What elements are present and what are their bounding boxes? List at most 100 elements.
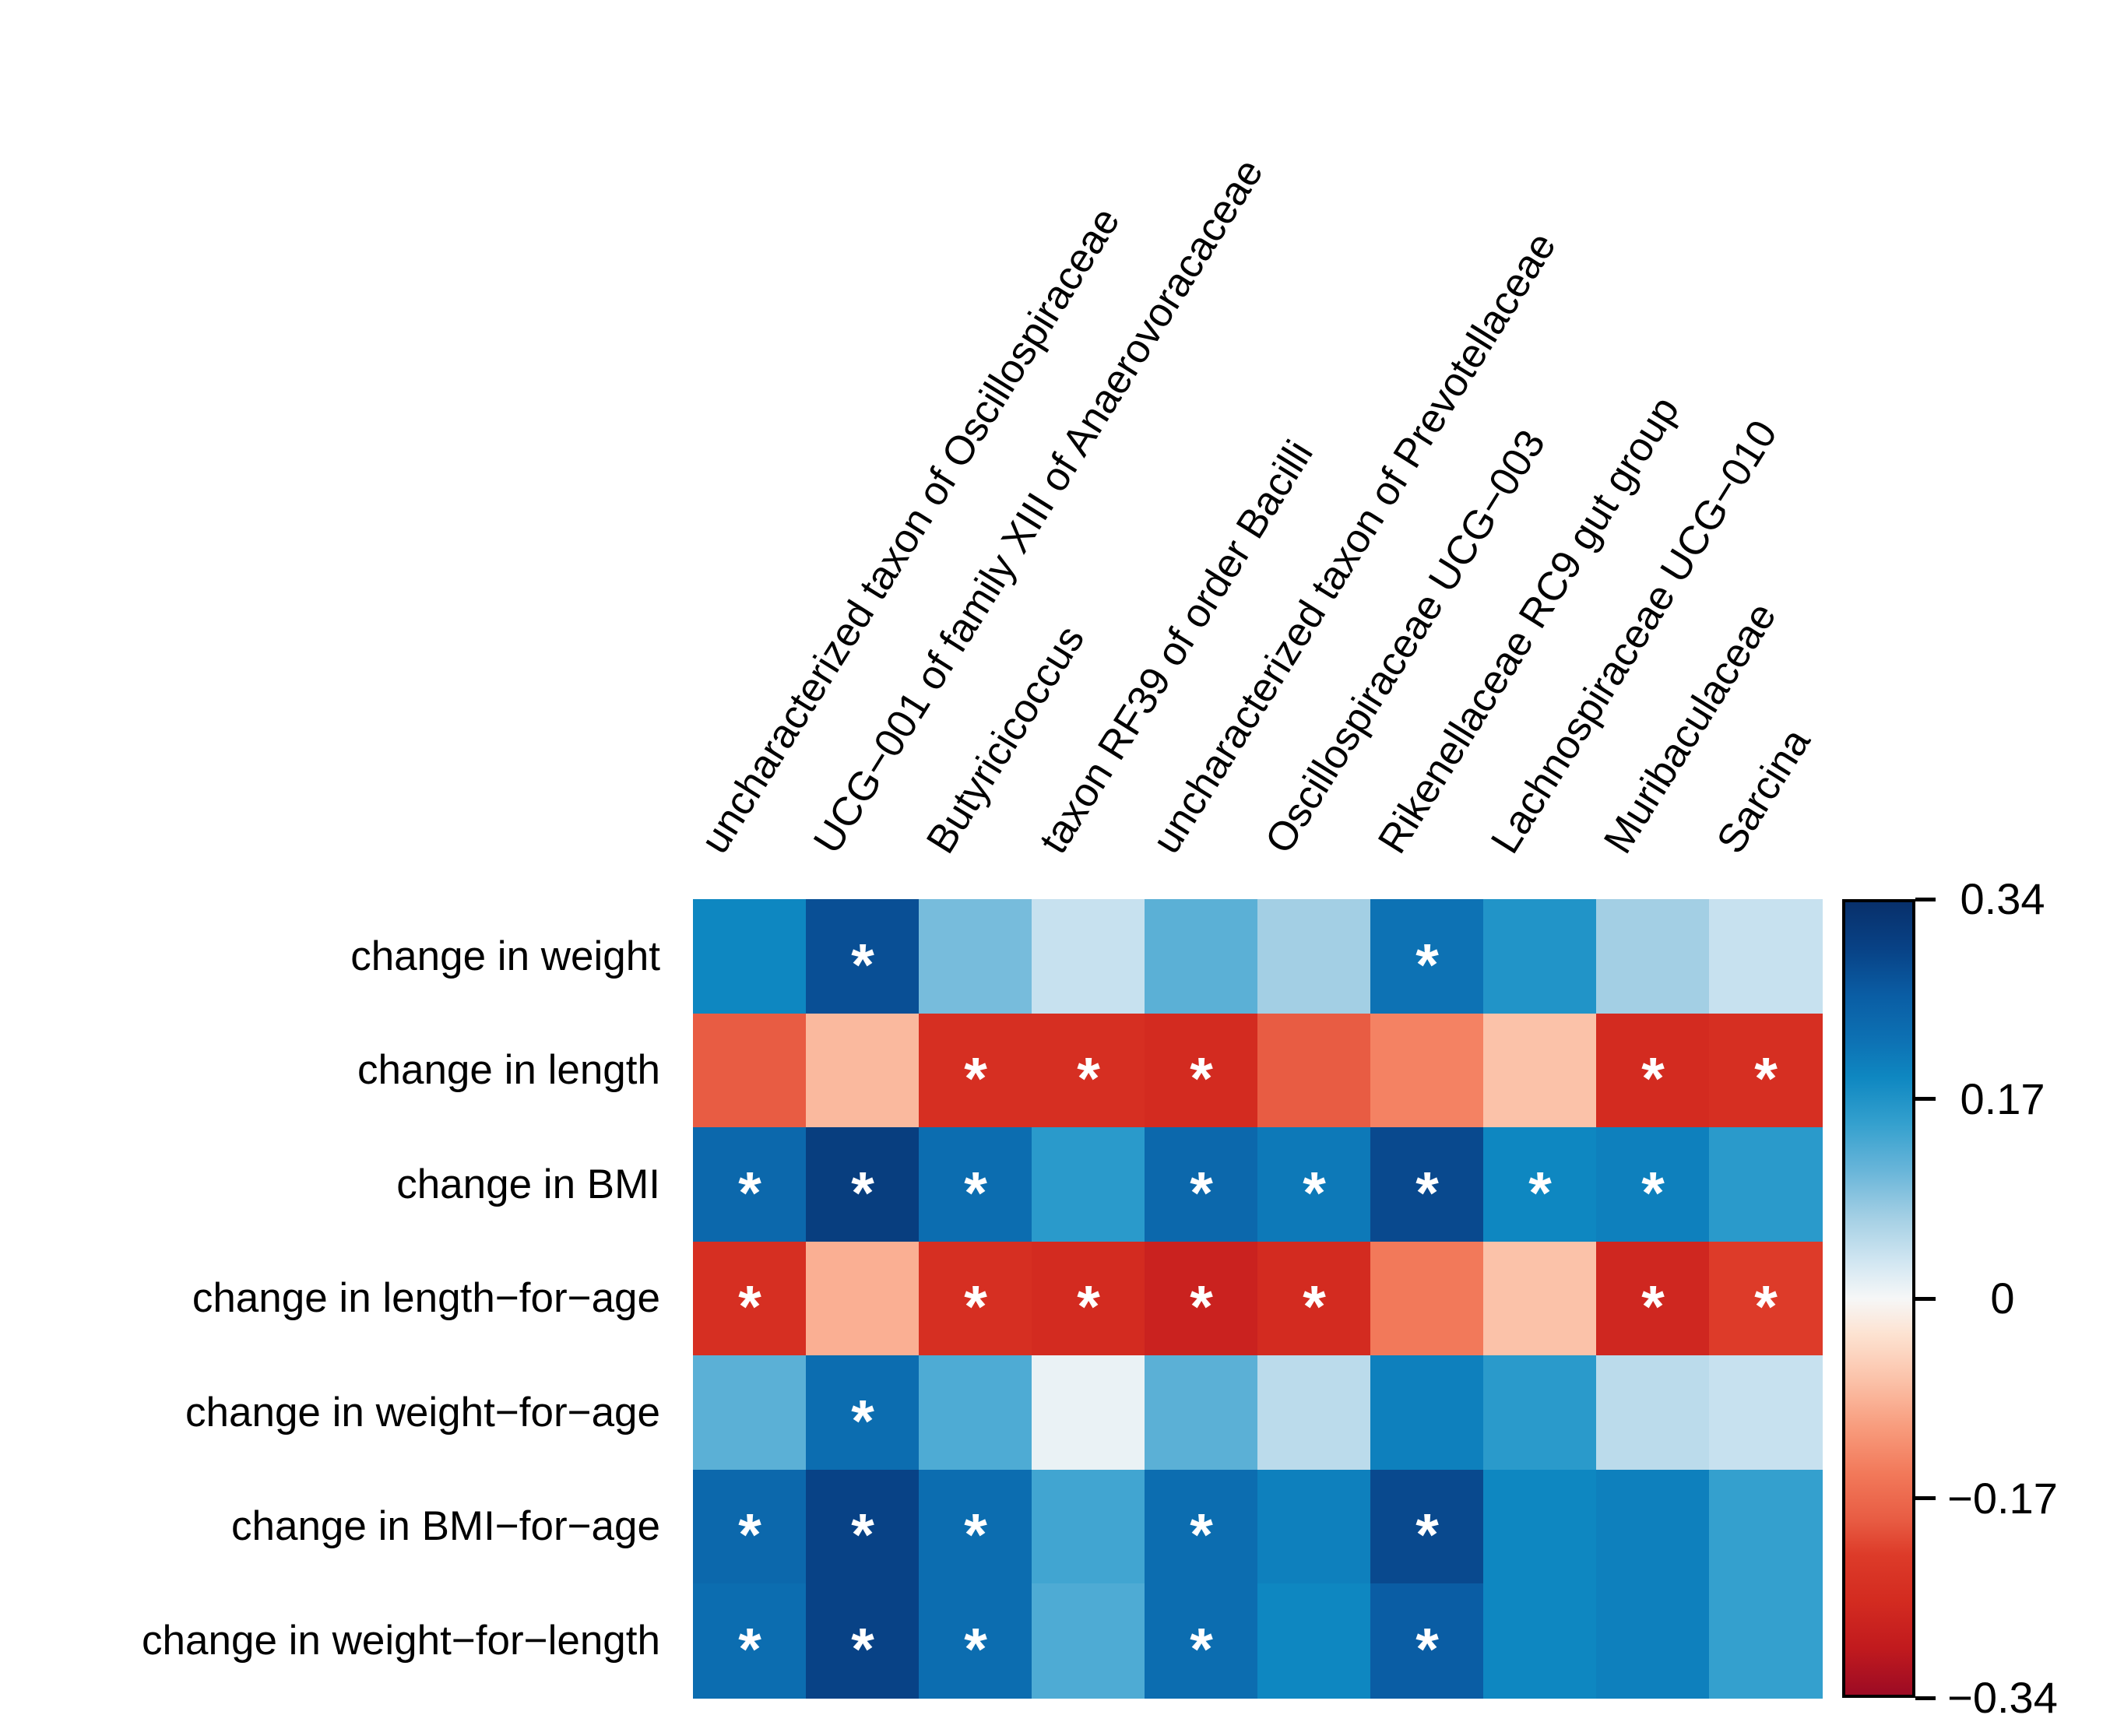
colorbar-tick-label: 0 — [1990, 1274, 2015, 1323]
heatmap-cell: * — [919, 1013, 1032, 1128]
heatmap-cell — [1483, 1355, 1597, 1471]
heatmap-cell: * — [1145, 1583, 1258, 1699]
heatmap-cell — [1257, 1583, 1371, 1699]
significance-star: * — [851, 1616, 874, 1683]
heatmap-cell: * — [1145, 1241, 1258, 1356]
heatmap-cell: * — [1596, 1013, 1710, 1128]
colorbar-gradient — [1842, 899, 1915, 1698]
heatmap-cell — [806, 1013, 920, 1128]
significance-star: * — [1641, 1045, 1665, 1112]
significance-star: * — [1077, 1274, 1100, 1341]
colorbar-tick-label: −0.17 — [1947, 1473, 2058, 1523]
heatmap-cell — [919, 1355, 1032, 1471]
heatmap-cell — [1370, 1355, 1484, 1471]
heatmap-cell: * — [1032, 1013, 1145, 1128]
significance-star: * — [964, 1045, 987, 1112]
significance-star: * — [1415, 1160, 1439, 1227]
significance-star: * — [1077, 1045, 1100, 1112]
colorbar-tick-label: 0.17 — [1960, 1074, 2045, 1123]
significance-star: * — [1415, 1502, 1439, 1569]
significance-star: * — [1415, 1616, 1439, 1683]
significance-star: * — [738, 1160, 761, 1227]
significance-star: * — [1641, 1274, 1665, 1341]
heatmap-cell — [693, 899, 807, 1014]
heatmap-cell: * — [919, 1583, 1032, 1699]
heatmap-cell — [1032, 1583, 1145, 1699]
significance-star: * — [851, 1502, 874, 1569]
row-label: change in BMI−for−age — [231, 1503, 660, 1550]
heatmap-cell — [1370, 1241, 1484, 1356]
significance-star: * — [851, 1160, 874, 1227]
heatmap-cell — [1596, 1469, 1710, 1584]
significance-star: * — [1303, 1274, 1326, 1341]
row-label: change in BMI — [396, 1161, 660, 1207]
heatmap-cell: * — [1370, 1127, 1484, 1242]
significance-star: * — [851, 932, 874, 999]
heatmap-cell — [1596, 1583, 1710, 1699]
heatmap-cell: * — [693, 1241, 807, 1356]
colorbar-tick-label: −0.34 — [1947, 1673, 2058, 1722]
heatmap-cell — [1032, 899, 1145, 1014]
heatmap-cell: * — [806, 899, 920, 1014]
heatmap-cell: * — [1370, 1583, 1484, 1699]
colorbar-tick — [1915, 897, 1936, 901]
heatmap-cell: * — [1483, 1127, 1597, 1242]
heatmap-cell — [1596, 1355, 1710, 1471]
significance-star: * — [964, 1616, 987, 1683]
heatmap-cell — [1709, 1355, 1823, 1471]
heatmap-cell — [1145, 899, 1258, 1014]
colorbar-tick-label: 0.34 — [1960, 874, 2045, 923]
heatmap-cell — [1145, 1355, 1258, 1471]
heatmap-cell — [693, 1355, 807, 1471]
significance-star: * — [1528, 1160, 1552, 1227]
significance-star: * — [1190, 1274, 1213, 1341]
significance-star: * — [1190, 1616, 1213, 1683]
colorbar-tick — [1915, 1696, 1936, 1700]
heatmap-cell: * — [1257, 1241, 1371, 1356]
heatmap-cell: * — [919, 1127, 1032, 1242]
heatmap-cell: * — [1596, 1241, 1710, 1356]
heatmap-cell — [1483, 1583, 1597, 1699]
heatmap-cell — [1483, 1013, 1597, 1128]
column-label: uncharacterized taxon of Oscillospiracea… — [691, 200, 1129, 862]
heatmap-cell — [1257, 1013, 1371, 1128]
row-label: change in weight−for−age — [185, 1389, 660, 1436]
row-label: change in length — [357, 1047, 660, 1094]
significance-star: * — [964, 1502, 987, 1569]
heatmap-cell — [1596, 899, 1710, 1014]
heatmap-cell: * — [1145, 1469, 1258, 1584]
significance-star: * — [1415, 932, 1439, 999]
heatmap-cell — [1709, 1127, 1823, 1242]
significance-star: * — [738, 1502, 761, 1569]
significance-star: * — [1190, 1502, 1213, 1569]
heatmap-cell: * — [919, 1469, 1032, 1584]
heatmap-cell — [1032, 1355, 1145, 1471]
significance-star: * — [1190, 1160, 1213, 1227]
significance-star: * — [738, 1274, 761, 1341]
column-label: Sarcina — [1707, 721, 1820, 862]
heatmap-cell: * — [1709, 1013, 1823, 1128]
significance-star: * — [851, 1388, 874, 1455]
heatmap-cell: * — [1145, 1127, 1258, 1242]
heatmap-cell — [1370, 1013, 1484, 1128]
heatmap-cell: * — [1257, 1127, 1371, 1242]
significance-star: * — [1190, 1045, 1213, 1112]
heatmap-cell: * — [919, 1241, 1032, 1356]
heatmap-cell — [693, 1013, 807, 1128]
heatmap-cell — [1483, 1241, 1597, 1356]
heatmap-cell — [1483, 899, 1597, 1014]
heatmap-cell: * — [693, 1127, 807, 1242]
row-label: change in length−for−age — [192, 1275, 660, 1322]
significance-star: * — [738, 1616, 761, 1683]
significance-star: * — [1303, 1160, 1326, 1227]
heatmap-cell — [1257, 1355, 1371, 1471]
heatmap-cell: * — [806, 1355, 920, 1471]
heatmap-cell: * — [693, 1469, 807, 1584]
heatmap-cell: * — [1370, 899, 1484, 1014]
heatmap-cell: * — [806, 1469, 920, 1584]
heatmap-cell — [1032, 1127, 1145, 1242]
row-label: change in weight — [350, 933, 660, 979]
significance-star: * — [1641, 1160, 1665, 1227]
heatmap-cell — [1709, 899, 1823, 1014]
